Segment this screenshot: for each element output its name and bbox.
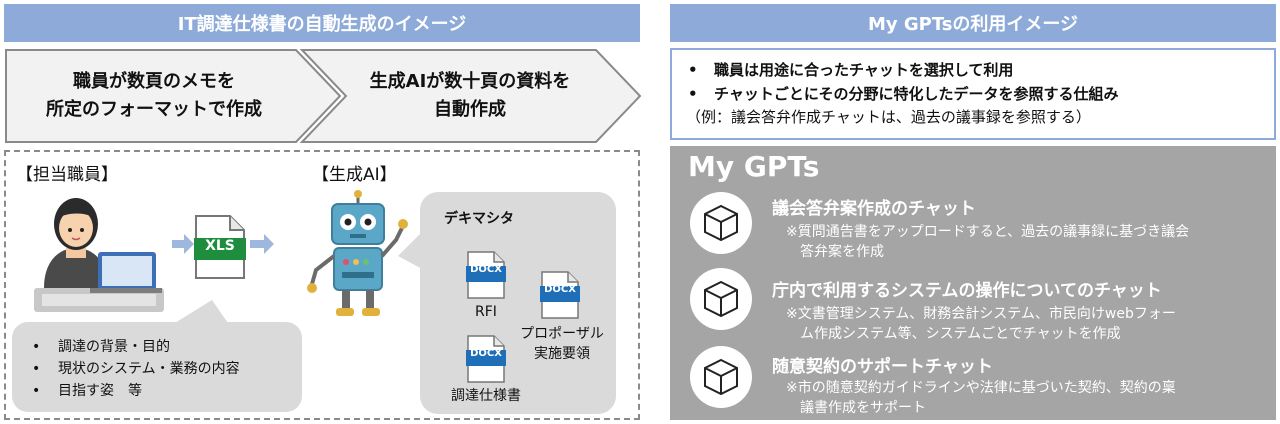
- chevron-shape-1: [5, 49, 342, 143]
- chat-title-contract[interactable]: 随意契約のサポートチャット: [772, 357, 993, 377]
- staff-label: 【担当職員】: [16, 165, 118, 185]
- left-header: IT調達仕様書の自動生成のイメージ: [4, 4, 640, 42]
- doc-label-proposal: プロポーザル 実施要領: [512, 324, 612, 364]
- arrow-out-icon: [250, 234, 274, 254]
- mygpts-panel: [670, 146, 1276, 420]
- ai-output-bubble: [420, 192, 616, 414]
- chat-desc-line: 答弁案を作成: [800, 244, 884, 260]
- memo-item: 現状のシステム・業務の内容: [26, 358, 302, 380]
- docx-file-icon: [466, 251, 506, 299]
- arrow-in-icon: [172, 234, 194, 254]
- doc-label-rfi: RFI: [475, 304, 497, 320]
- chat-title-council[interactable]: 議会答弁案作成のチャット: [772, 199, 976, 219]
- usage-bullet: チャットごとにその分野に特化したデータを参照する仕組み: [682, 82, 1274, 106]
- usage-example: （例：議会答弁作成チャットは、過去の議事録を参照する）: [686, 108, 1091, 126]
- usage-bullet: 職員は用途に合ったチャットを選択して利用: [682, 58, 1274, 82]
- staff-person-icon: [34, 198, 164, 312]
- step-1-chevron: 職員が数頁のメモを 所定のフォーマットで作成: [4, 48, 344, 144]
- cube-icon: [690, 192, 752, 254]
- doc-label-proposal-line2: 実施要領: [534, 346, 590, 362]
- chat-desc-line: ※文書管理システム、財務会計システム、市民向けwebフォー: [786, 306, 1176, 322]
- doc-label-proposal-line1: プロポーザル: [520, 326, 604, 342]
- generation-area: [4, 150, 640, 420]
- doc-label-spec: 調達仕様書: [451, 388, 521, 404]
- usage-summary-box: 職員は用途に合ったチャットを選択して利用 チャットごとにその分野に特化したデータ…: [670, 48, 1276, 140]
- chat-desc-contract: ※市の随意契約ガイドラインや法律に基づいた契約、契約の稟 議書作成をサポート: [786, 378, 1176, 418]
- chat-desc-line: 議書作成をサポート: [800, 400, 926, 416]
- step-1-line1: 職員が数頁のメモを: [73, 71, 235, 92]
- chat-desc-line: ム作成システム等、システムごとでチャットを作成: [800, 326, 1121, 342]
- staff-memo-bubble: 調達の背景・目的 現状のシステム・業務の内容 目指す姿 等: [12, 322, 302, 412]
- docx-badge: DOCX: [470, 264, 502, 275]
- staff-bubble-tail: [170, 300, 230, 326]
- right-header: My GPTsの利用イメージ: [670, 4, 1276, 42]
- xls-file-icon: [194, 215, 246, 279]
- chat-title-systems[interactable]: 庁内で利用するシステムの操作についてのチャット: [772, 281, 1162, 301]
- docx-badge: DOCX: [544, 284, 576, 295]
- step-1-line2: 所定のフォーマットで作成: [46, 99, 262, 120]
- chevron-shape-2: [300, 49, 642, 143]
- ai-bubble-tail: [398, 230, 424, 270]
- cube-icon: [690, 346, 752, 408]
- docx-file-icon: [466, 335, 506, 383]
- docx-file-icon: [540, 271, 580, 319]
- chat-desc-council: ※質問通告書をアップロードすると、過去の議事録に基づき議会 答弁案を作成: [786, 222, 1189, 262]
- robot-icon: [307, 190, 408, 316]
- chat-desc-line: ※市の随意契約ガイドラインや法律に基づいた契約、契約の稟: [786, 380, 1176, 396]
- cube-icon: [690, 268, 752, 330]
- mygpts-title: My GPTs: [688, 150, 820, 183]
- step-2-line1: 生成AIが数十頁の資料を: [369, 71, 571, 92]
- xls-file-label: XLS: [205, 238, 235, 254]
- docx-badge: DOCX: [470, 348, 502, 359]
- step-2-line2: 自動作成: [434, 99, 506, 120]
- memo-item: 調達の背景・目的: [26, 336, 302, 358]
- memo-item: 目指す姿 等: [26, 380, 302, 402]
- chat-desc-systems: ※文書管理システム、財務会計システム、市民向けwebフォー ム作成システム等、シ…: [786, 304, 1176, 344]
- step-2-chevron: 生成AIが数十頁の資料を 自動作成: [300, 48, 644, 144]
- done-message: デキマシタ: [444, 211, 514, 227]
- ai-label: 【生成AI】: [312, 165, 397, 185]
- chat-desc-line: ※質問通告書をアップロードすると、過去の議事録に基づき議会: [786, 224, 1190, 240]
